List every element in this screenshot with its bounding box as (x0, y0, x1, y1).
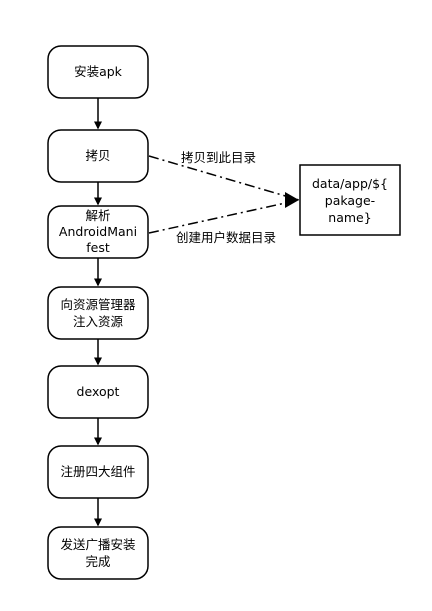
target-label-line-3: name} (328, 210, 371, 225)
step-label-line-1: 发送广播安装 (60, 537, 135, 552)
step-copy: 拷贝 (47, 129, 149, 183)
step-label: 拷贝 (85, 148, 110, 163)
step-register: 注册四大组件 (47, 445, 149, 499)
step-broadcast: 发送广播安装 完成 (47, 526, 149, 580)
target-label-line-2: pakage- (325, 193, 375, 208)
step-inject: 向资源管理器 注入资源 (47, 286, 149, 340)
edge-label-create-dir: 创建用户数据目录 (176, 230, 276, 245)
edge-parse-to-target (148, 199, 300, 234)
step-label-line-2: AndroidMani (59, 224, 137, 239)
step-label: 注册四大组件 (60, 464, 135, 479)
dashdot-connectors (148, 155, 300, 234)
step-label-line-2: 注入资源 (73, 314, 124, 329)
step-label: dexopt (77, 384, 120, 399)
step-dexopt: dexopt (47, 365, 149, 419)
target-directory-box: data/app/${ pakage- name} (299, 164, 401, 236)
step-label-line-1: 解析 (85, 208, 110, 223)
step-label-line-2: 完成 (85, 554, 110, 569)
step-install: 安装apk (47, 45, 149, 99)
step-label-line-1: 向资源管理器 (60, 297, 136, 312)
step-parse: 解析 AndroidMani fest (47, 205, 149, 259)
target-label-line-1: data/app/${ (312, 176, 388, 191)
edge-copy-to-target (148, 155, 300, 201)
step-label-line-3: fest (86, 240, 110, 255)
edge-label-copy-to: 拷贝到此目录 (181, 150, 256, 165)
target-arrowhead (285, 192, 299, 208)
step-label: 安装apk (74, 64, 123, 79)
